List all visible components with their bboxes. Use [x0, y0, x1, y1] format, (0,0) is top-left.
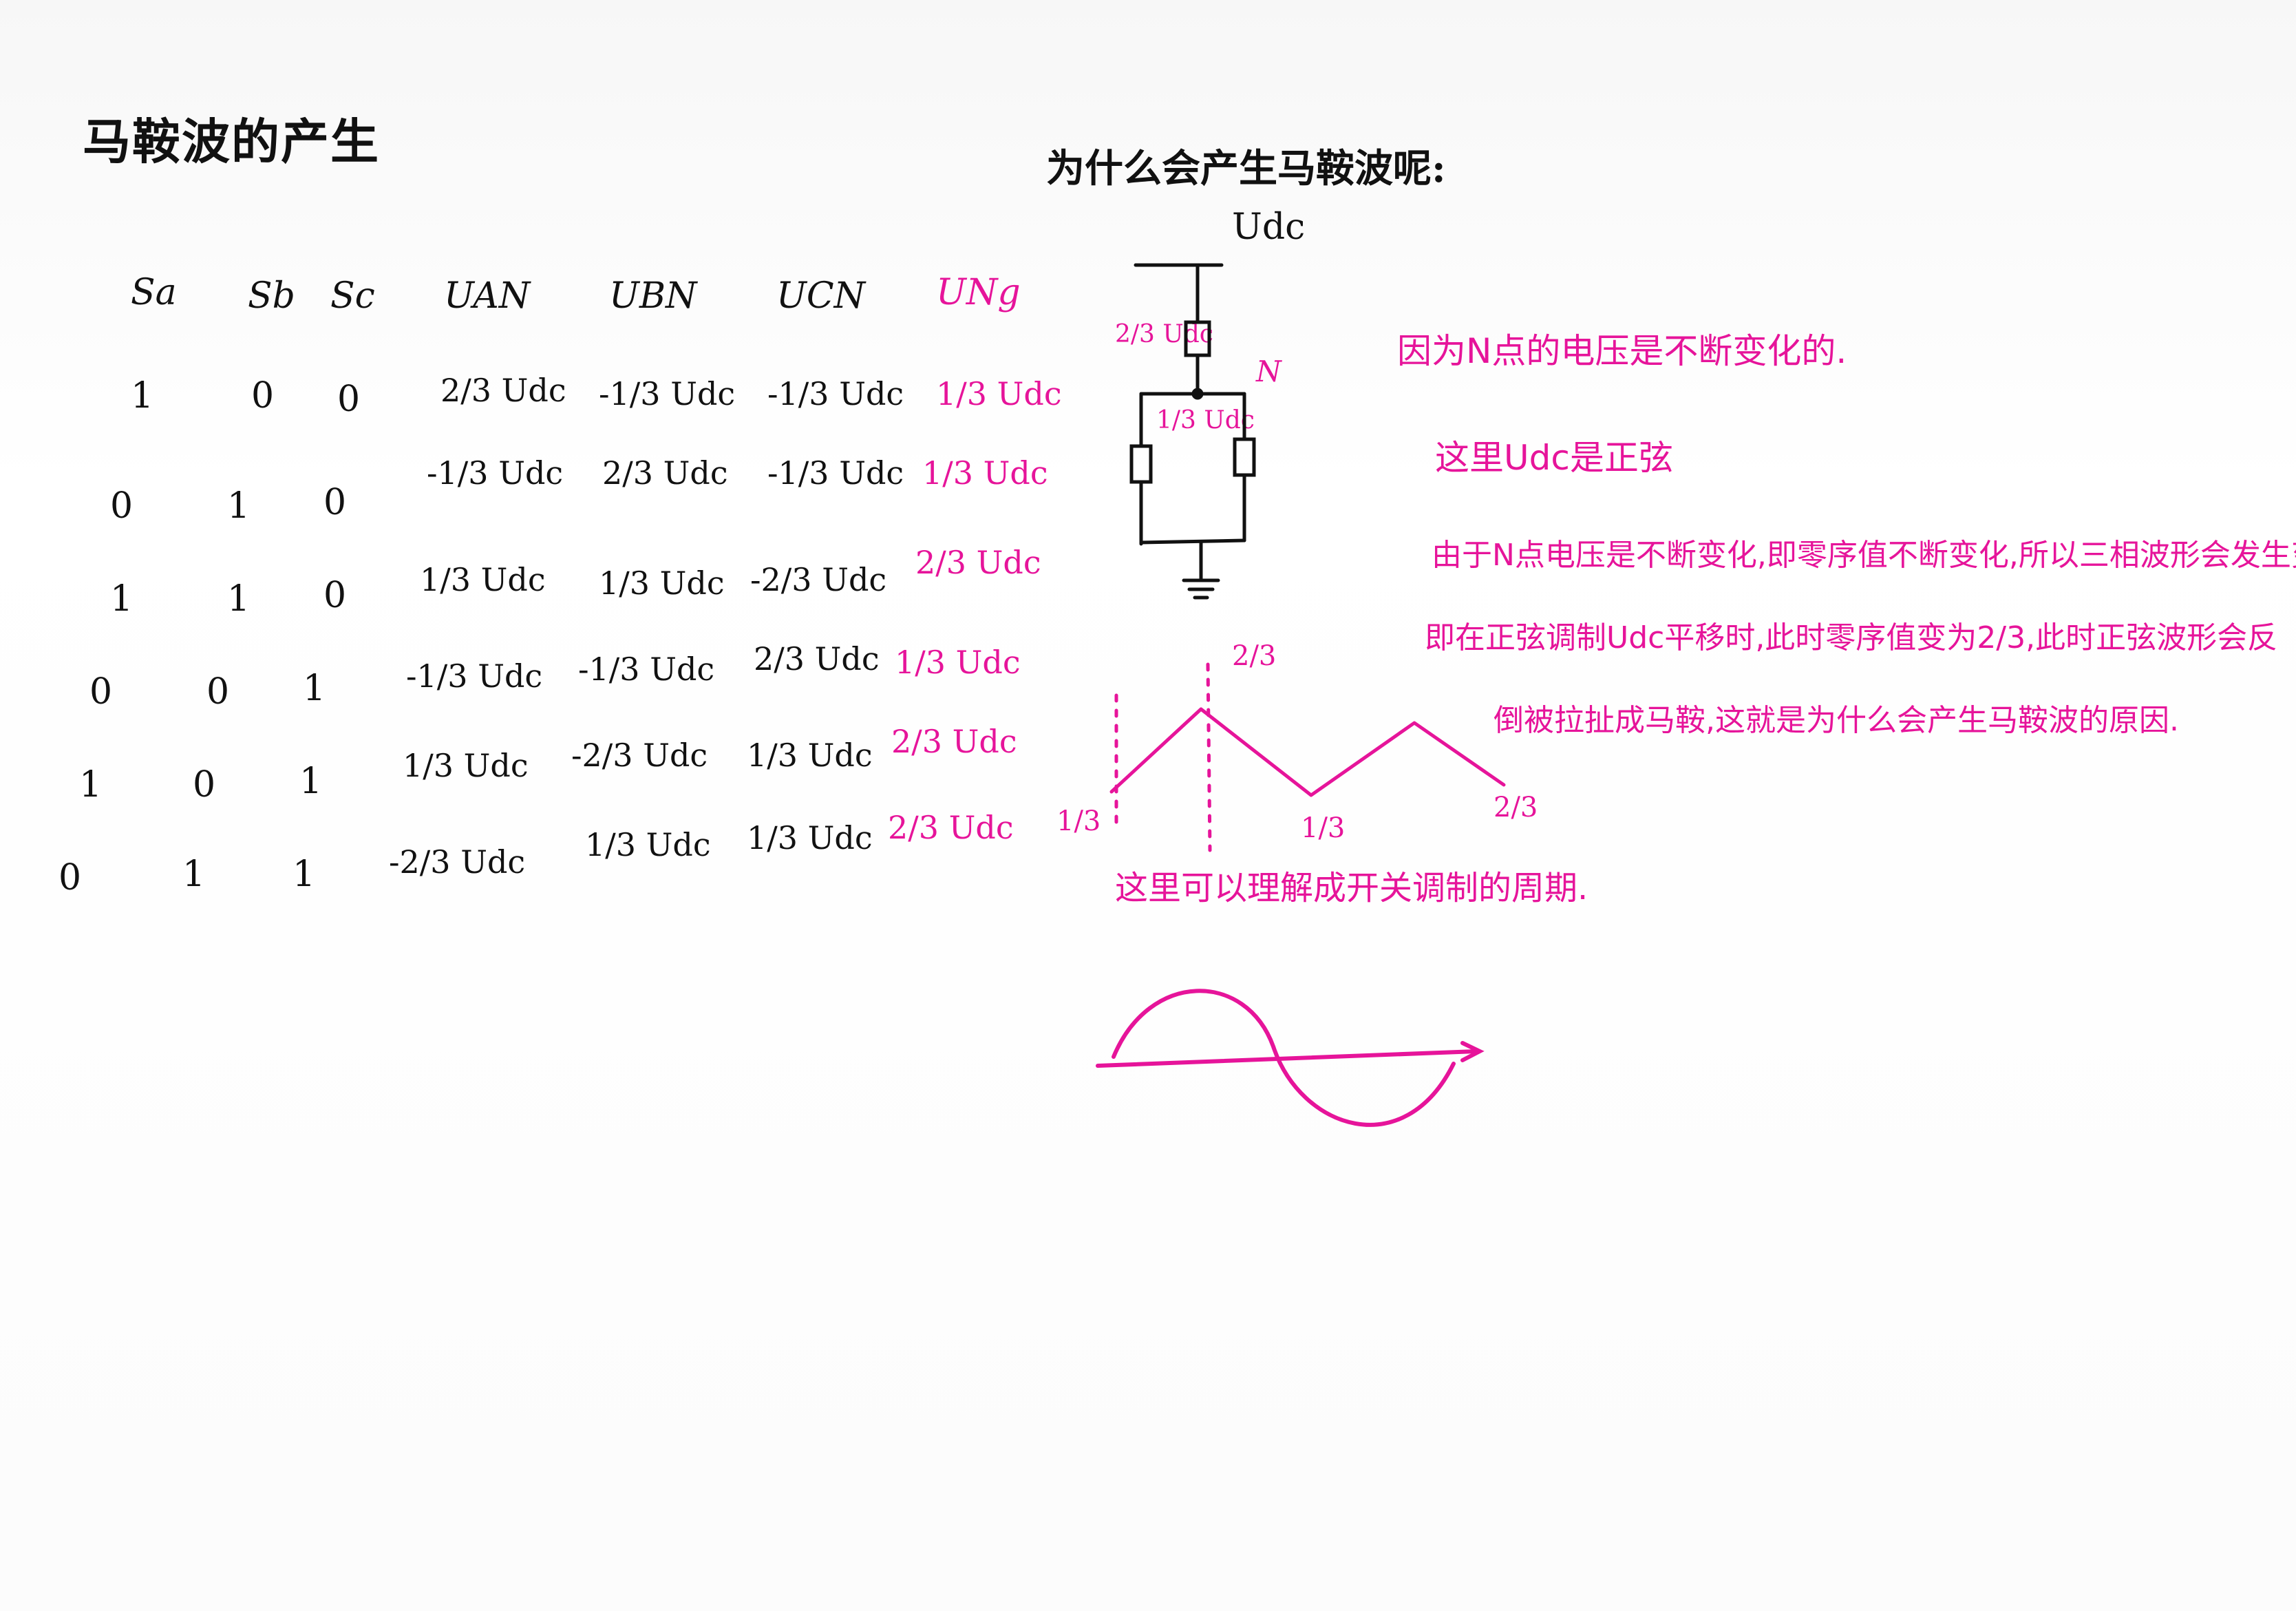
cell-r1-sa: 1 — [131, 375, 154, 417]
period-note: 这里可以理解成开关调制的周期. — [1115, 869, 1588, 907]
axis-arrowhead — [1460, 1041, 1485, 1062]
cell-r3-sc: 0 — [323, 575, 347, 616]
cell-r6-ucn: 1/3 Udc — [747, 819, 873, 856]
time-axis — [1096, 1049, 1478, 1068]
cell-r2-ubn: 2/3 Udc — [602, 454, 728, 492]
circuit-top-resistor-voltage: 2/3 Udc — [1115, 320, 1213, 348]
circuit-supply-label: Udc — [1232, 207, 1306, 248]
top-resistor-symbol — [1184, 320, 1211, 357]
cell-r2-sb: 1 — [227, 485, 251, 527]
cell-r1-ung: 1/3 Udc — [936, 375, 1062, 412]
page-title: 马鞍波的产生 — [83, 113, 380, 170]
cell-r4-uan: -1/3 Udc — [406, 657, 543, 695]
sine-wave-sketch — [1096, 989, 1485, 1127]
cell-r1-sb: 0 — [251, 375, 275, 417]
cell-r1-ubn: -1/3 Udc — [599, 375, 736, 412]
period-marker-right — [1206, 662, 1212, 852]
header-ubn: UBN — [609, 275, 697, 317]
cell-r5-ucn: 1/3 Udc — [747, 737, 873, 774]
cell-r3-ubn: 1/3 Udc — [599, 565, 725, 602]
cell-r5-ung: 2/3 Udc — [891, 723, 1017, 760]
note-line-3: 由于N点电压是不断变化,即零序值不断变化,所以三相波形会发生变 — [1432, 538, 2296, 573]
cell-r6-ung: 2/3 Udc — [888, 809, 1014, 846]
circuit-diagram — [1129, 263, 1256, 600]
sine-curve — [1112, 989, 1456, 1127]
cell-r3-sa: 1 — [110, 578, 134, 620]
question-heading: 为什么会产生马鞍波呢: — [1046, 146, 1446, 191]
note-line-2: 这里Udc是正弦 — [1435, 438, 1673, 478]
cell-r5-sa: 1 — [79, 764, 103, 806]
note-line-1: 因为N点的电压是不断变化的. — [1397, 331, 1847, 371]
cell-r4-sb: 0 — [206, 671, 230, 713]
cell-r1-ucn: -1/3 Udc — [767, 375, 904, 412]
cell-r4-ucn: 2/3 Udc — [754, 640, 880, 677]
cell-r6-uan: -2/3 Udc — [389, 843, 526, 881]
note-line-5: 倒被拉扯成马鞍,这就是为什么会产生马鞍波的原因. — [1494, 703, 2179, 738]
cell-r2-sa: 0 — [110, 485, 134, 527]
triangle-label-trough2: 2/3 — [1494, 792, 1538, 823]
header-sc: Sc — [330, 275, 375, 317]
circuit-parallel-voltage: 1/3 Udc — [1156, 406, 1255, 434]
cell-r4-ubn: -1/3 Udc — [578, 651, 715, 688]
cell-r6-sa: 0 — [59, 857, 82, 898]
left-resistor-symbol — [1129, 444, 1153, 484]
cell-r2-ucn: -1/3 Udc — [767, 454, 904, 492]
cell-r4-sc: 1 — [303, 668, 326, 709]
cell-r1-sc: 0 — [337, 379, 361, 420]
header-ung: UNg — [936, 272, 1021, 313]
cell-r1-uan: 2/3 Udc — [440, 372, 566, 409]
cell-r4-ung: 1/3 Udc — [895, 644, 1021, 681]
cell-r3-ung: 2/3 Udc — [915, 544, 1041, 581]
cell-r5-sb: 0 — [193, 764, 216, 806]
note-line-4: 即在正弦调制Udc平移时,此时零序值变为2/3,此时正弦波形会反 — [1425, 620, 2278, 655]
cell-r2-sc: 0 — [323, 482, 347, 523]
cell-r3-uan: 1/3 Udc — [420, 561, 546, 598]
cell-r6-ubn: 1/3 Udc — [585, 826, 711, 863]
cell-r5-ubn: -2/3 Udc — [571, 737, 708, 774]
header-sb: Sb — [248, 275, 295, 317]
right-resistor-symbol — [1233, 437, 1256, 477]
triangle-wave — [1109, 662, 1506, 852]
cell-r2-ung: 1/3 Udc — [922, 454, 1048, 492]
triangle-label-trough1: 1/3 — [1301, 812, 1346, 844]
header-ucn: UCN — [776, 275, 866, 317]
header-uan: UAN — [444, 275, 531, 317]
cell-r3-ucn: -2/3 Udc — [750, 561, 887, 598]
cell-r2-uan: -1/3 Udc — [427, 454, 564, 492]
cell-r5-sc: 1 — [299, 761, 323, 802]
cell-r4-sa: 0 — [89, 671, 113, 713]
cell-r6-sc: 1 — [293, 854, 316, 895]
cell-r3-sb: 1 — [227, 578, 251, 620]
cell-r6-sb: 1 — [182, 854, 206, 895]
cell-r5-uan: 1/3 Udc — [403, 747, 529, 784]
triangle-label-peak1: 2/3 — [1232, 640, 1277, 672]
triangle-label-trough0: 1/3 — [1056, 806, 1101, 837]
header-sa: Sa — [131, 272, 177, 313]
circuit-node-label: N — [1256, 355, 1282, 388]
